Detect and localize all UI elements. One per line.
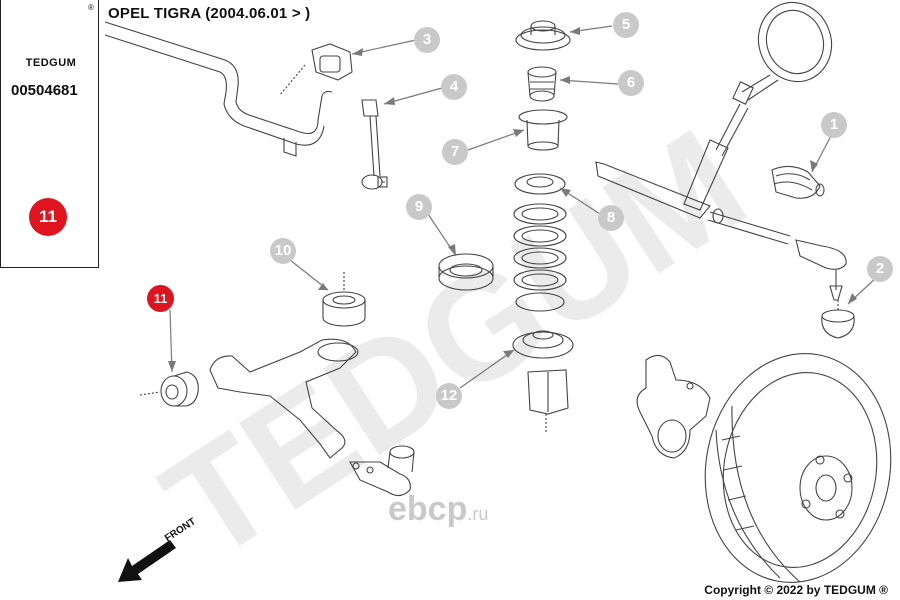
callout-6: 6 xyxy=(618,70,644,96)
page-title: OPEL TIGRA (2004.06.01 > ) xyxy=(108,5,311,22)
dust-cover xyxy=(518,109,568,151)
ball-joint xyxy=(349,445,415,497)
callout-5: 5 xyxy=(613,12,639,38)
callout-1: 1 xyxy=(821,112,847,138)
product-sidebar: ® TEDGUM 00504681 11 xyxy=(0,0,99,268)
strut-bearing xyxy=(438,253,494,291)
brand-name: TEDGUM xyxy=(25,57,77,69)
part-number: 00504681 xyxy=(11,82,78,99)
stabilizer-link xyxy=(361,99,388,190)
tie-rod-end xyxy=(795,239,847,301)
lower-spring-seat xyxy=(512,330,574,359)
control-arm-bushing xyxy=(322,272,366,327)
site-watermark-domain: .ru xyxy=(467,504,489,524)
callout-2: 2 xyxy=(867,256,893,282)
stabilizer-bushing xyxy=(279,43,353,96)
callout-11: 11 xyxy=(147,285,174,312)
coil-spring xyxy=(513,203,567,312)
strut-top-mount xyxy=(515,20,571,51)
callout-4: 4 xyxy=(441,74,467,100)
mount-bushing xyxy=(139,371,199,407)
highlight-badge-sidebar: 11 xyxy=(29,198,67,236)
callout-3: 3 xyxy=(414,27,440,53)
wheel xyxy=(704,353,892,583)
bump-stop xyxy=(527,66,557,102)
shock-bracket xyxy=(527,369,569,434)
callout-7: 7 xyxy=(442,139,468,165)
upper-spring-seat xyxy=(514,173,566,195)
registered-mark: ® xyxy=(88,3,94,12)
steering-rack xyxy=(595,161,791,245)
leader-arrowheads xyxy=(168,27,857,372)
steering-knuckle xyxy=(636,354,711,459)
callout-10: 10 xyxy=(270,238,296,264)
callout-12: 12 xyxy=(436,383,462,409)
front-arrow-icon xyxy=(118,540,176,582)
site-watermark: ebcp.ru xyxy=(388,490,488,529)
rack-boot xyxy=(771,165,825,199)
steering-assembly xyxy=(683,1,833,211)
ball-joint-boot xyxy=(821,300,855,339)
callout-9: 9 xyxy=(406,194,432,220)
copyright-text: Copyright © 2022 by TEDGUM ® xyxy=(704,583,888,597)
site-watermark-main: ebcp xyxy=(388,490,468,528)
callout-8: 8 xyxy=(598,205,624,231)
lower-control-arm xyxy=(209,338,359,459)
stabilizer-bar xyxy=(104,21,333,157)
